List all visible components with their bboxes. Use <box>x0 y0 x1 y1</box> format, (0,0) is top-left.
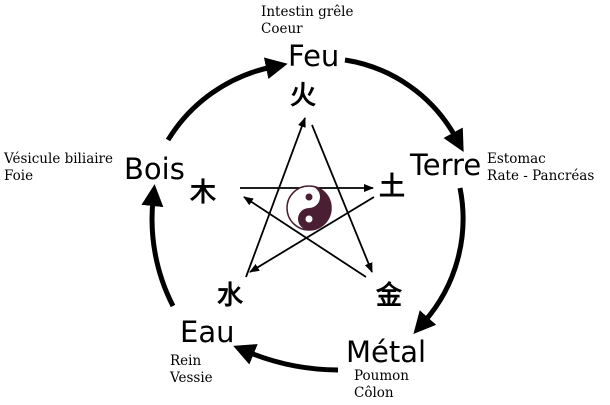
cycle-arrow-metal-to-water <box>233 344 339 373</box>
water-glyph: 水 <box>217 281 244 311</box>
fire-glyph: 火 <box>290 81 317 111</box>
star-arrow-water-to-fire <box>245 117 306 278</box>
earth-organ-2: Rate - Pancréas <box>487 168 595 184</box>
fire-organ-1: Intestin grêle <box>261 4 354 20</box>
metal-element-label: Métal <box>346 335 427 369</box>
wood-organ-1: Vésicule biliaire <box>4 151 114 167</box>
cycle-arrow-water-to-wood <box>141 184 176 308</box>
earth-element-label: Terre <box>410 148 482 182</box>
water-organ-2: Vessie <box>170 370 213 386</box>
metal-organ-1: Poumon <box>354 368 409 384</box>
wood-element-label: Bois <box>124 152 185 186</box>
star-arrow-fire-to-metal <box>311 124 373 273</box>
metal-glyph: 金 <box>376 281 403 311</box>
earth-organ-1: Estomac <box>487 151 546 167</box>
metal-organ-2: Côlon <box>354 385 394 401</box>
fire-organ-2: Coeur <box>261 21 303 37</box>
wood-organ-2: Foie <box>4 168 34 184</box>
cycle-arrow-wood-to-fire <box>165 57 288 142</box>
yin-yang-icon <box>286 185 332 231</box>
fire-element-label: Feu <box>288 39 340 73</box>
cycle-arrow-earth-to-metal <box>413 187 466 334</box>
water-organ-1: Rein <box>170 353 202 369</box>
wood-glyph: 木 <box>190 178 217 208</box>
earth-glyph: 土 <box>379 172 406 202</box>
star-arrow-metal-to-wood <box>243 196 367 278</box>
star-arrow-earth-to-water <box>249 196 375 273</box>
cycle-arrow-fire-to-earth <box>344 57 464 153</box>
water-element-label: Eau <box>180 315 235 349</box>
